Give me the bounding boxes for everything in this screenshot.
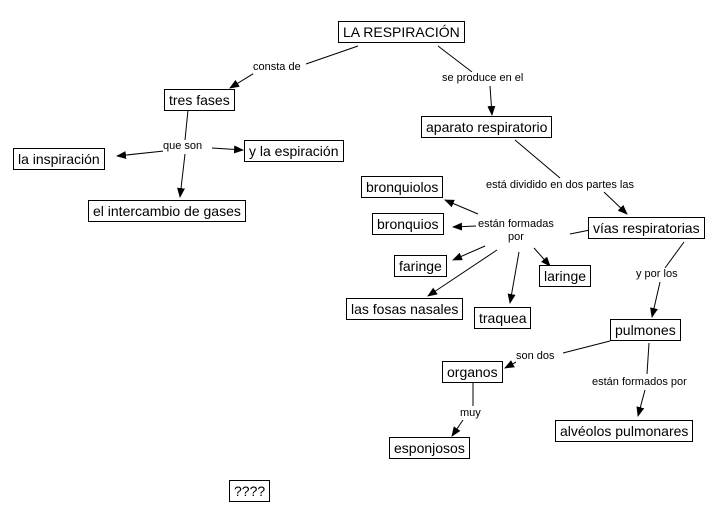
node-vias-respiratorias[interactable]: vías respiratorias xyxy=(588,217,705,239)
node-laringe[interactable]: laringe xyxy=(539,265,592,287)
line-pulmones-formados xyxy=(646,342,650,375)
arrow-consta-tresfases xyxy=(229,71,257,89)
line-respiracion-consta xyxy=(305,45,359,65)
arrow-muy-esponjosos xyxy=(451,419,464,437)
node-intercambio-gases[interactable]: el intercambio de gases xyxy=(88,200,246,222)
line-pulmones-sondos xyxy=(562,340,611,354)
arrow-queson-espiracion xyxy=(211,145,244,154)
node-la-espiracion[interactable]: y la espiración xyxy=(244,140,344,162)
node-unknown[interactable]: ???? xyxy=(229,480,271,502)
link-esta-dividido[interactable]: está dividido en dos partes las xyxy=(486,179,634,192)
link-consta-de[interactable]: consta de xyxy=(253,61,301,74)
link-que-son[interactable]: que son xyxy=(163,140,203,153)
node-alveolos-pulmonares[interactable]: alvéolos pulmonares xyxy=(555,420,694,442)
arrow-formadas-laringe xyxy=(533,247,551,267)
node-bronquiolos[interactable]: bronquiolos xyxy=(361,176,444,198)
link-son-dos[interactable]: son dos xyxy=(516,350,555,363)
arrow-formadas-faringe xyxy=(452,245,486,261)
link-estan-formados-por[interactable]: están formados por xyxy=(592,376,687,389)
link-se-produce-en-el[interactable]: se produce en el xyxy=(442,72,524,85)
arrow-dividido-vias xyxy=(603,191,628,215)
link-muy[interactable]: muy xyxy=(460,407,481,420)
line-vias-yporlos xyxy=(664,241,685,269)
line-vias-formadas xyxy=(569,229,591,235)
arrow-queson-inspiracion xyxy=(116,150,165,160)
arrow-formadas-bronquiolos xyxy=(444,199,479,215)
node-organos[interactable]: organos xyxy=(442,361,503,383)
node-aparato-respiratorio[interactable]: aparato respiratorio xyxy=(421,116,553,138)
node-esponjosos[interactable]: esponjosos xyxy=(389,437,470,459)
line-aparato-dividido xyxy=(514,139,561,179)
arrow-seproduce-aparato xyxy=(487,85,496,116)
arrow-formadas-traquea xyxy=(507,251,520,304)
arrow-formados-alveolos xyxy=(636,389,646,417)
link-estan-formadas-por[interactable]: están formadas por xyxy=(478,218,554,244)
arrow-formadas-bronquios xyxy=(452,222,477,231)
node-la-respiracion[interactable]: LA RESPIRACIÓN xyxy=(338,21,465,43)
link-estan-formadas-line2: por xyxy=(507,231,524,243)
arrow-sondos-organos xyxy=(504,360,519,369)
node-tres-fases[interactable]: tres fases xyxy=(164,89,235,111)
arrow-queson-intercambio xyxy=(177,153,186,198)
link-y-por-los[interactable]: y por los xyxy=(636,268,678,281)
link-estan-formadas-line1: están formadas xyxy=(478,218,554,230)
node-traquea[interactable]: traquea xyxy=(474,307,532,329)
line-respiracion-seproduce xyxy=(437,45,473,73)
node-bronquios[interactable]: bronquios xyxy=(372,213,444,235)
node-fosas-nasales[interactable]: las fosas nasales xyxy=(346,298,464,320)
line-tresfases-queson xyxy=(184,109,189,141)
arrow-formadas-fosas xyxy=(427,249,498,297)
node-la-inspiracion[interactable]: la inspiración xyxy=(13,148,105,170)
arrow-yporlos-pulmones xyxy=(650,281,661,318)
node-faringe[interactable]: faringe xyxy=(394,255,447,277)
node-pulmones[interactable]: pulmones xyxy=(610,319,681,341)
